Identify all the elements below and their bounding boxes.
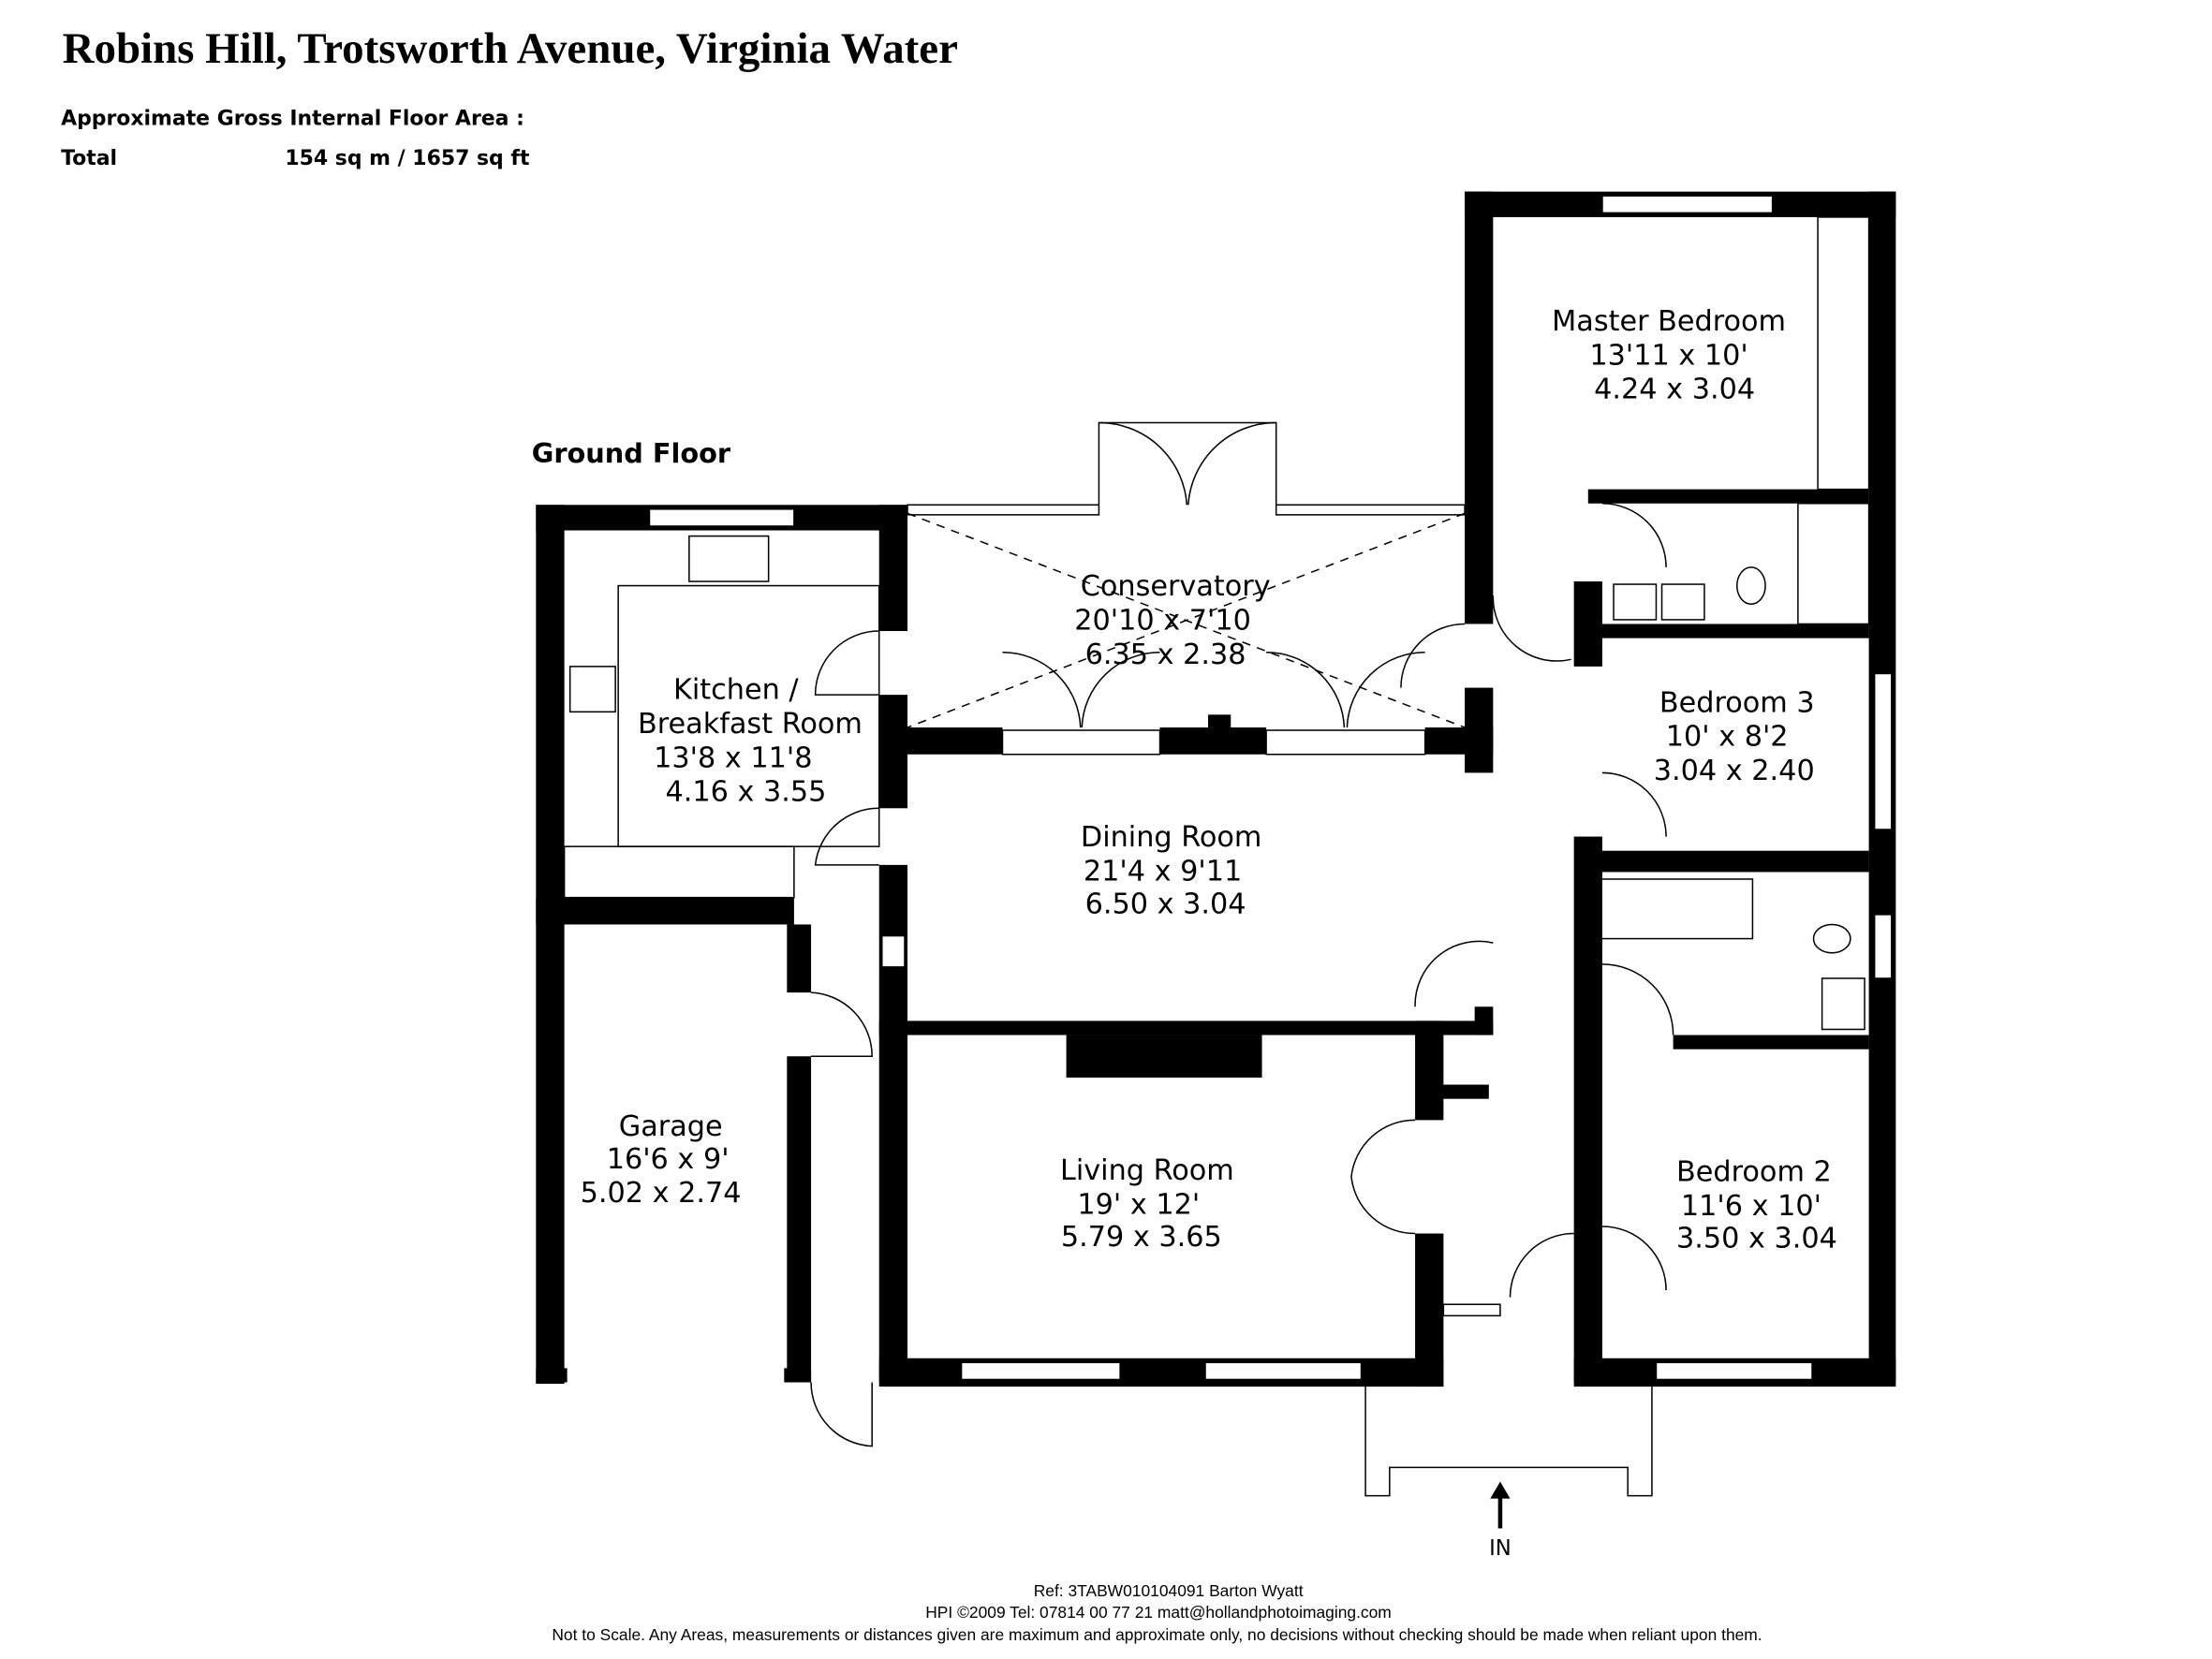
room-garage: Garage 16'6 x 9' 5.02 x 2.74 [581, 1110, 742, 1210]
floor-label: Ground Floor [532, 437, 731, 469]
svg-text:3.50 x 3.04: 3.50 x 3.04 [1676, 1223, 1837, 1255]
room-bedroom-3: Bedroom 3 10' x 8'2 3.04 x 2.40 [1654, 686, 1815, 787]
svg-text:5.02 x 2.74: 5.02 x 2.74 [581, 1177, 742, 1210]
svg-text:Dining Room: Dining Room [1081, 821, 1262, 854]
property-title: Robins Hill, Trotsworth Avenue, Virginia… [63, 24, 958, 73]
svg-text:6.50 x 3.04: 6.50 x 3.04 [1085, 888, 1246, 920]
svg-text:20'10 x 7'10: 20'10 x 7'10 [1074, 605, 1251, 638]
svg-text:Living Room: Living Room [1060, 1154, 1234, 1187]
svg-text:Bedroom 3: Bedroom 3 [1659, 686, 1815, 719]
svg-text:Breakfast Room: Breakfast Room [638, 708, 863, 741]
svg-text:6.35 x 2.38: 6.35 x 2.38 [1085, 639, 1246, 671]
footer-disclaimer: Not to Scale. Any Areas, measurements or… [552, 1625, 1762, 1644]
room-living: Living Room 19' x 12' 5.79 x 3.65 [1060, 1154, 1234, 1254]
area-total-label: Total [61, 147, 117, 170]
svg-text:Master Bedroom: Master Bedroom [1552, 305, 1786, 338]
svg-text:21'4 x 9'11: 21'4 x 9'11 [1084, 856, 1242, 888]
svg-text:19' x 12': 19' x 12' [1077, 1188, 1200, 1221]
footer-contact: HPI ©2009 Tel: 07814 00 77 21 matt@holla… [925, 1603, 1392, 1622]
room-conservatory: Conservatory 20'10 x 7'10 6.35 x 2.38 [1074, 570, 1270, 671]
svg-text:Kitchen /: Kitchen / [673, 674, 799, 707]
svg-text:13'8 x 11'8: 13'8 x 11'8 [654, 741, 812, 774]
room-dining: Dining Room 21'4 x 9'11 6.50 x 3.04 [1081, 821, 1262, 920]
entrance-label: IN [1489, 1536, 1512, 1561]
entrance-arrow-icon [1490, 1481, 1511, 1529]
svg-text:Garage: Garage [619, 1110, 723, 1143]
svg-text:Conservatory: Conservatory [1081, 570, 1271, 603]
svg-text:11'6 x 10': 11'6 x 10' [1681, 1190, 1821, 1223]
room-kitchen: Kitchen / Breakfast Room 13'8 x 11'8 4.1… [638, 674, 863, 809]
svg-text:3.04 x 2.40: 3.04 x 2.40 [1654, 755, 1815, 787]
svg-text:5.79 x 3.65: 5.79 x 3.65 [1061, 1221, 1222, 1254]
svg-text:10' x 8'2: 10' x 8'2 [1666, 721, 1789, 754]
area-total-value: 154 sq m / 1657 sq ft [285, 147, 529, 170]
room-master-bedroom: Master Bedroom 13'11 x 10' 4.24 x 3.04 [1552, 305, 1786, 406]
svg-text:16'6 x 9': 16'6 x 9' [607, 1143, 730, 1176]
footer-ref: Ref: 3TABW010104091 Barton Wyatt [1034, 1581, 1304, 1600]
svg-text:13'11 x 10': 13'11 x 10' [1589, 339, 1747, 372]
svg-text:Bedroom 2: Bedroom 2 [1676, 1155, 1832, 1188]
svg-text:4.16 x 3.55: 4.16 x 3.55 [665, 776, 826, 809]
area-heading: Approximate Gross Internal Floor Area : [61, 107, 524, 130]
room-bedroom-2: Bedroom 2 11'6 x 10' 3.50 x 3.04 [1676, 1155, 1837, 1255]
svg-text:4.24 x 3.04: 4.24 x 3.04 [1594, 374, 1755, 406]
walls [536, 191, 1896, 1497]
